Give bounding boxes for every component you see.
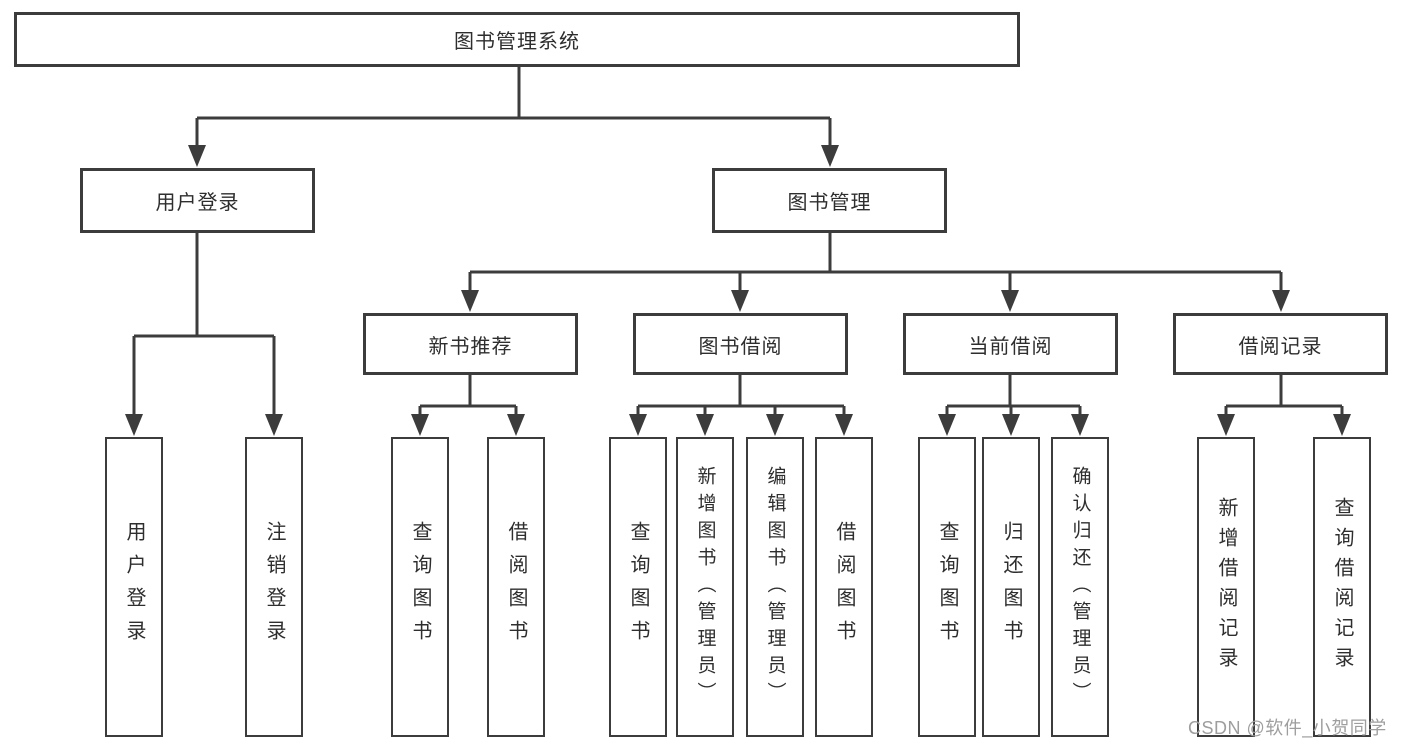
leaf-add-book-admin: 新增图书（管理员）: [676, 437, 734, 737]
leaf-user-login: 用户登录: [105, 437, 163, 737]
node-new-book-recommend: 新书推荐: [363, 313, 578, 375]
csdn-watermark: CSDN @软件_小贺同学: [1188, 718, 1387, 738]
leaf-query-books-current: 查询图书: [918, 437, 976, 737]
node-borrow-records: 借阅记录: [1173, 313, 1388, 375]
node-book-management: 图书管理: [712, 168, 947, 233]
leaf-query-borrow-record: 查询借阅记录: [1313, 437, 1371, 737]
leaf-logout: 注销登录: [245, 437, 303, 737]
leaf-add-borrow-record: 新增借阅记录: [1197, 437, 1255, 737]
arrowheads: [125, 145, 1351, 436]
leaf-query-books-recommend: 查询图书: [391, 437, 449, 737]
leaf-edit-book-admin: 编辑图书（管理员）: [746, 437, 804, 737]
node-user-login: 用户登录: [80, 168, 315, 233]
leaf-confirm-return-admin: 确认归还（管理员）: [1051, 437, 1109, 737]
leaf-return-book: 归还图书: [982, 437, 1040, 737]
leaf-query-books-borrow: 查询图书: [609, 437, 667, 737]
leaf-borrow-books: 借阅图书: [815, 437, 873, 737]
node-library-management-system: 图书管理系统: [14, 12, 1020, 67]
node-book-borrow: 图书借阅: [633, 313, 848, 375]
node-current-borrow: 当前借阅: [903, 313, 1118, 375]
leaf-borrow-books-recommend: 借阅图书: [487, 437, 545, 737]
